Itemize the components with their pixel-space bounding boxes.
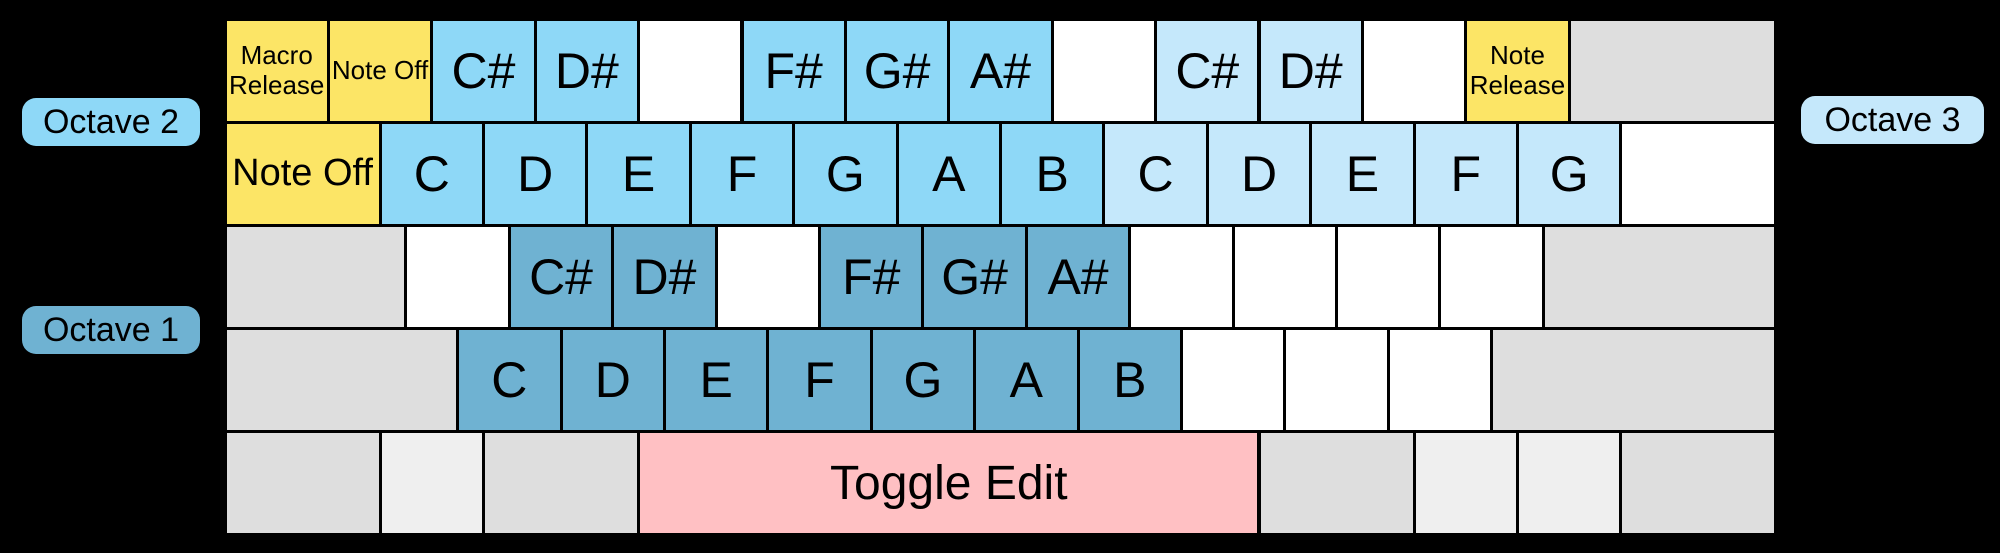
key-blank	[1286, 330, 1387, 431]
key-oct1-a-sharp: A#	[1027, 226, 1129, 328]
key-blank-gray	[1493, 330, 1775, 431]
key-blank-gray	[226, 226, 405, 328]
key-macro-release: Macro Release	[226, 20, 327, 121]
key-blank	[1338, 226, 1439, 328]
key-oct2-c-sharp: C#	[433, 20, 534, 121]
key-oct2-f-sharp: F#	[743, 20, 844, 121]
octave-3-label: Octave 3	[1801, 96, 1984, 144]
key-oct3-f: F	[1415, 123, 1516, 224]
key-oct3-e: E	[1312, 123, 1413, 224]
key-blank-gray	[226, 433, 379, 534]
key-oct2-g-sharp: G#	[846, 20, 948, 121]
key-toggle-edit: Toggle Edit	[640, 433, 1258, 534]
key-blank	[1053, 20, 1155, 121]
key-oct2-c: C	[381, 123, 482, 224]
key-oct2-e: E	[588, 123, 689, 224]
key-blank	[1441, 226, 1542, 328]
octave-1-label: Octave 1	[22, 306, 200, 354]
key-oct1-e: E	[665, 330, 767, 431]
key-blank-lightgray	[1519, 433, 1620, 534]
key-blank-gray	[485, 433, 638, 534]
key-blank	[407, 226, 508, 328]
key-blank	[1234, 226, 1336, 328]
key-oct1-g: G	[872, 330, 974, 431]
key-blank-gray	[226, 330, 457, 431]
key-blank	[1182, 330, 1284, 431]
key-blank	[1622, 123, 1775, 224]
key-blank-lightgray	[1415, 433, 1516, 534]
key-blank-gray	[1544, 226, 1775, 328]
key-oct2-a: A	[898, 123, 999, 224]
key-blank	[640, 20, 741, 121]
key-oct1-g-sharp: G#	[924, 226, 1025, 328]
key-oct2-d: D	[485, 123, 586, 224]
key-blank-gray	[1570, 20, 1775, 121]
key-oct1-f-sharp: F#	[821, 226, 922, 328]
key-oct2-g: G	[795, 123, 896, 224]
key-oct1-c-sharp: C#	[510, 226, 612, 328]
key-oct2-a-sharp: A#	[950, 20, 1051, 121]
key-blank	[717, 226, 819, 328]
key-blank-gray	[1260, 433, 1413, 534]
key-oct1-a: A	[976, 330, 1077, 431]
key-oct2-f: F	[691, 123, 793, 224]
key-blank-gray	[1622, 433, 1775, 534]
key-oct3-g: G	[1519, 123, 1620, 224]
key-blank-lightgray	[381, 433, 482, 534]
key-note-release: Note Release	[1467, 20, 1568, 121]
key-blank	[1389, 330, 1491, 431]
octave-2-label: Octave 2	[22, 98, 200, 146]
key-oct1-d: D	[562, 330, 663, 431]
key-note-off-wide: Note Off	[226, 123, 379, 224]
key-oct2-d-sharp: D#	[536, 20, 638, 121]
key-oct2-b: B	[1002, 123, 1103, 224]
key-note-off: Note Off	[329, 20, 431, 121]
key-oct1-f: F	[769, 330, 870, 431]
key-oct1-d-sharp: D#	[614, 226, 715, 328]
key-oct3-c: C	[1105, 123, 1206, 224]
key-oct1-b: B	[1079, 330, 1180, 431]
key-oct1-c: C	[459, 330, 560, 431]
key-oct3-d: D	[1208, 123, 1310, 224]
key-oct3-d-sharp: D#	[1260, 20, 1361, 121]
key-oct3-c-sharp: C#	[1157, 20, 1258, 121]
key-blank	[1363, 20, 1465, 121]
key-blank	[1131, 226, 1232, 328]
